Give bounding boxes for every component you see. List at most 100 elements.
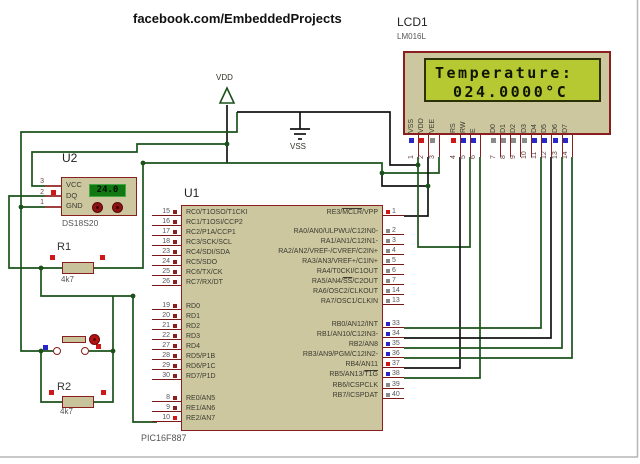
push-button-cap[interactable] [62,336,86,343]
junction-dot [379,170,385,176]
u1-pin-label-22: RD3 [186,333,201,340]
wire-segment [40,351,62,403]
u1-left-pin-square-28 [173,354,177,358]
u1-left-pin-line-25 [152,275,181,277]
u1-right-pin-line-13 [383,304,404,306]
u2-pin-number-3: 3 [40,178,44,185]
u1-left-pin-square-25 [173,270,177,274]
lcd-pin-stub-1 [417,135,419,157]
button-right-state-square [96,344,101,349]
u2-pin-label-gnd: GND [66,201,83,210]
u1-right-pin-square-34 [386,332,390,336]
u1-pin-label-10: RE2/AN7 [186,415,216,422]
u1-right-pin-square-38 [386,372,390,376]
push-button-terminal-left[interactable] [53,347,61,355]
u1-left-pin-square-8 [173,396,177,400]
u1-pin-label-37: RB4/AN11 [345,361,378,368]
junction-dot [38,348,44,354]
u1-ref: U1 [184,186,200,200]
lcd-pin-label-d4: D4 [531,124,538,133]
lcd-pin-stub-14 [571,135,573,157]
push-button-terminal-right[interactable] [81,347,89,355]
u1-left-pin-line-29 [152,369,181,371]
lcd-pin-stub-7 [499,135,501,157]
wire-segment [20,207,53,352]
u1-left-pin-line-19 [152,309,181,311]
u1-left-pin-number-21: 21 [162,322,170,329]
vdd-label: VDD [216,73,233,82]
u1-left-pin-number-24: 24 [162,258,170,265]
wire-segment [404,157,573,359]
lcd-pin-square-14 [563,138,568,143]
lcd-pin-label-d7: D7 [562,124,569,133]
dq-state-square [51,190,56,195]
lcd-pin-square-11 [532,138,537,143]
u1-left-pin-line-15 [152,215,181,217]
lcd-pin-number-6: 6 [470,155,477,159]
u2-pin-label-dq: DQ [66,190,78,200]
lcd-pin-square-4 [451,138,456,143]
u1-left-pin-line-18 [152,245,181,247]
u1-right-pin-line-35 [383,347,404,349]
lcd-pin-number-13: 13 [552,151,559,159]
wire-segment [417,157,471,248]
lcd-pin-label-d5: D5 [541,124,548,133]
u1-right-pin-line-6 [383,274,404,276]
lcd-part: LM016L [397,32,426,41]
wire-segment [94,163,144,269]
wire-segment [404,157,481,379]
junction-dot [110,348,116,354]
u1-right-pin-square-1 [386,210,390,214]
u1-right-pin-number-37: 37 [392,360,400,367]
u1-pin-label-17: RC2/P1A/CCP1 [186,229,236,236]
junction-dot [224,141,230,147]
push-button-toggle[interactable] [89,334,100,345]
u1-left-pin-number-9: 9 [166,404,170,411]
u1-right-pin-line-4 [383,254,404,256]
u1-right-pin-number-2: 2 [392,227,396,234]
u1-left-pin-number-17: 17 [162,228,170,235]
u1-right-pin-line-39 [383,388,404,390]
u1-right-pin-line-2 [383,234,404,236]
lcd-pin-label-d2: D2 [510,124,517,133]
lcd-pin-square-13 [553,138,558,143]
u1-left-pin-line-23 [152,255,181,257]
ds18s20-increment-button[interactable] [112,202,123,213]
u1-left-pin-square-17 [173,230,177,234]
ds18s20-decrement-button[interactable] [92,202,103,213]
junction-dot [18,204,24,210]
lcd-line2: 024.0000°C [453,83,569,101]
lcd-pin-label-d3: D3 [521,124,528,133]
u1-right-pin-number-4: 4 [392,247,396,254]
lcd-pin-square-8 [501,138,506,143]
lcd-pin-label-d6: D6 [552,124,559,133]
u1-right-pin-square-40 [386,393,390,397]
u1-pin-label-36: RB3/AN9/PGM/C12IN2- [302,351,378,358]
lcd-pin-stub-8 [509,135,511,157]
u1-pin-label-34: RB1/AN10/C12IN3- [316,331,378,338]
u1-right-pin-number-33: 33 [392,320,400,327]
u1-left-pin-line-22 [152,339,181,341]
u1-pin-label-30: RD7/P1D [186,373,216,380]
u1-right-pin-square-36 [386,352,390,356]
r1-body [62,262,94,274]
lcd-pin-square-6 [471,138,476,143]
lcd-pin-stub-5 [469,135,471,157]
wire-segment [404,157,542,329]
lcd-pin-square-2 [419,138,424,143]
u1-pin-label-24: RC5/SDO [186,259,218,266]
u1-left-pin-square-16 [173,220,177,224]
u1-right-pin-line-3 [383,244,404,246]
u1-left-pin-number-28: 28 [162,352,170,359]
u1-right-pin-line-34 [383,337,404,339]
u1-right-pin-square-33 [386,322,390,326]
u1-left-pin-square-30 [173,374,177,378]
lcd-pin-label-vee: VEE [429,118,436,133]
button-left-state-square [43,345,48,350]
u1-pin-label-16: RC1/T1OSI/CCP2 [186,219,243,226]
u1-pin-label-2: RA0/AN0/ULPWU/C12IN0- [293,228,378,235]
u1-right-pin-line-1 [383,215,404,217]
r2-body [62,396,94,408]
wire-segment [20,112,238,208]
u1-pin-label-21: RD2 [186,323,201,330]
